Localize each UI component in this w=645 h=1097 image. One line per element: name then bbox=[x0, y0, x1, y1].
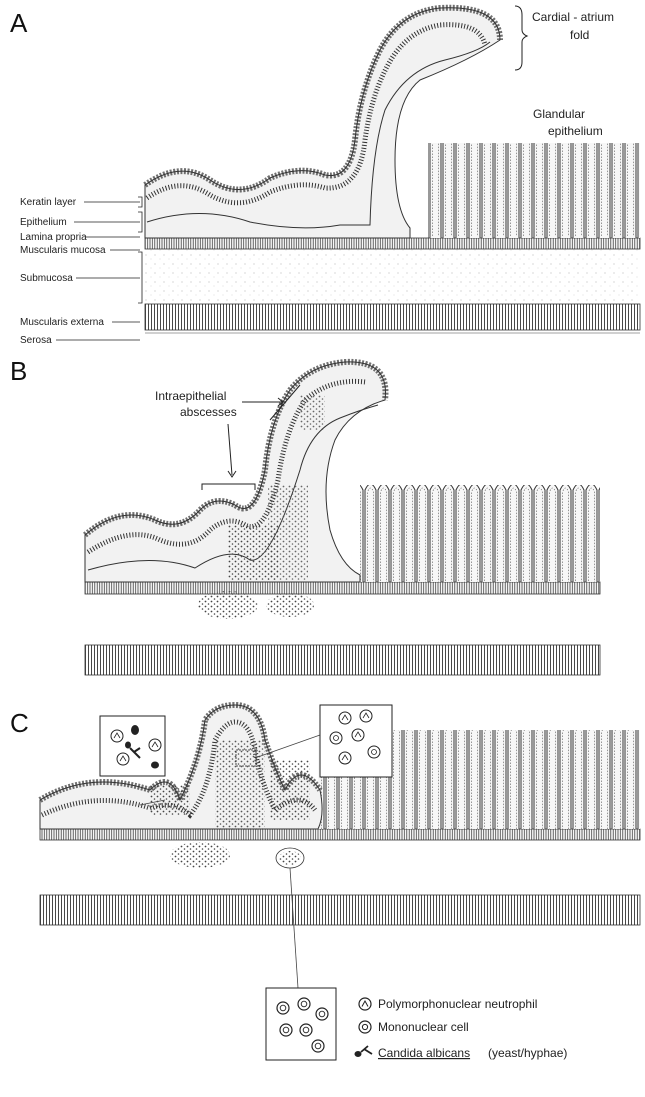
abscess-label-1: Intraepithelial bbox=[155, 389, 226, 403]
legend-candida-note: (yeast/hyphae) bbox=[488, 1046, 567, 1060]
panel-letter-b: B bbox=[10, 356, 27, 386]
cardial-fold-label-1: Cardial - atrium bbox=[532, 10, 614, 24]
muscularis-mucosa-b bbox=[85, 582, 600, 594]
abscess-label-2: abscesses bbox=[180, 405, 237, 419]
layer-label-serosa: Serosa bbox=[20, 335, 52, 346]
neutrophil-icon bbox=[359, 998, 371, 1010]
mononuclear-icon bbox=[359, 1021, 371, 1033]
layer-label-muscularis-mucosa: Muscularis mucosa bbox=[20, 245, 106, 256]
muscularis-externa-c bbox=[40, 895, 640, 925]
glandular-label-1: Glandular bbox=[533, 107, 585, 121]
neutrophil-infiltrate-c bbox=[150, 740, 310, 868]
submucosa-a bbox=[145, 248, 640, 303]
muscularis-mucosa-a bbox=[145, 238, 640, 249]
layer-labels: Keratin layer Epithelium Lamina propria … bbox=[20, 197, 142, 346]
layer-label-submucosa: Submucosa bbox=[20, 273, 73, 284]
glandular-label-2: epithelium bbox=[548, 124, 603, 138]
candida-icon bbox=[355, 1046, 373, 1057]
layer-label-epithelium: Epithelium bbox=[20, 217, 67, 228]
legend-neutrophil: Polymorphonuclear neutrophil bbox=[378, 997, 537, 1011]
muscularis-mucosa-c bbox=[40, 829, 640, 840]
layer-label-muscularis-externa: Muscularis externa bbox=[20, 317, 104, 328]
legend: Polymorphonuclear neutrophil Mononuclear… bbox=[355, 997, 568, 1060]
muscularis-externa-b bbox=[85, 645, 600, 675]
legend-mononuclear: Mononuclear cell bbox=[378, 1020, 469, 1034]
cardial-fold-label-2: fold bbox=[570, 28, 589, 42]
layer-label-lamina-propria: Lamina propria bbox=[20, 232, 87, 243]
legend-candida-name: Candida albicans bbox=[378, 1046, 470, 1060]
panel-a: A Cardial - atrium fold Glandular epithe… bbox=[10, 6, 640, 346]
panel-letter-c: C bbox=[10, 708, 29, 738]
panel-b: B Intraepithelial abscesses bbox=[10, 356, 600, 675]
panel-c: C bbox=[10, 705, 640, 1060]
layer-label-keratin: Keratin layer bbox=[20, 197, 77, 208]
muscularis-externa-a bbox=[145, 304, 640, 330]
panel-letter-a: A bbox=[10, 8, 28, 38]
glandular-epithelium-b bbox=[360, 485, 600, 582]
